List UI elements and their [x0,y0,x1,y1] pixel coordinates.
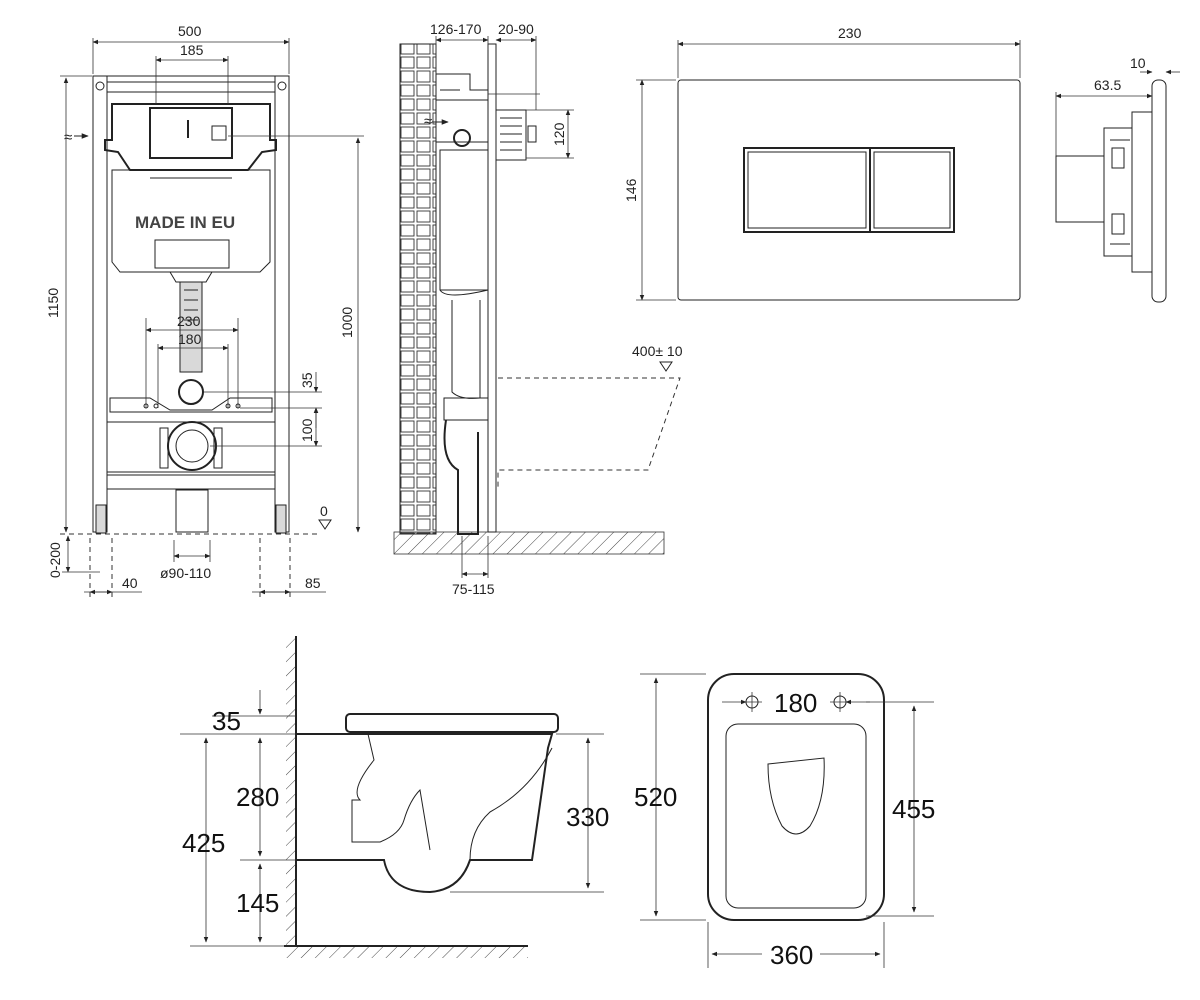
water-inlet-icon-side: ≈ [424,113,432,130]
large-flush-button[interactable] [873,151,951,229]
floor-hatch [393,531,665,555]
flush-plate-mount [495,109,527,161]
toilet-seat [345,713,559,733]
made-in-eu-badge: MADE IN EU [135,213,235,232]
dim-360: 360 [770,940,813,970]
frame-front-plate [487,43,497,533]
bowl-body [296,733,554,894]
dim-120: 120 [551,122,567,146]
water-inlet-icon: ≈ [64,129,72,146]
dim-146: 146 [623,178,639,202]
flush-outlet [178,379,204,405]
dim-230: 230 [177,313,201,329]
dim-10: 10 [1130,55,1146,71]
plate-outline [677,79,1021,301]
bowl-side-view: 35 280 425 145 330 [180,636,609,958]
plate-buttons [743,147,955,233]
flush-plate-front: 230 146 [623,25,1021,301]
dim-63-5: 63.5 [1094,77,1121,93]
waste-pipe [175,489,209,533]
dim-75-115: 75-115 [452,581,495,597]
frame-side-view: ≈ 126-170 20-90 120 75-115 400± 10 [393,21,683,597]
flush-opening [149,107,233,159]
small-flush-button[interactable] [747,151,867,229]
dim-100: 100 [299,418,315,442]
frame-front-view: MADE IN EU ≈ 500 [45,23,364,598]
bowl-drain [767,757,825,835]
right-post [274,75,290,533]
dim-280: 280 [236,782,279,812]
dim-520: 520 [634,782,677,812]
bolt-bar [109,397,273,413]
dim-pipe-diameter: ø90-110 [160,565,211,581]
dim-35-seat: 35 [212,706,241,736]
dim-85: 85 [305,575,321,591]
dim-330: 330 [566,802,609,832]
dim-185: 185 [180,42,204,58]
zero-level: 0 [320,503,328,519]
dim-126-170: 126-170 [430,21,482,37]
dim-500: 500 [178,23,202,39]
bowl-top-outline [707,673,885,921]
dashed-bowl-outline [497,377,681,488]
dim-400: 400± 10 [632,343,683,359]
side-cistern [439,149,489,291]
dim-40: 40 [122,575,138,591]
bowl-top-view: 180 520 455 360 [634,673,935,970]
dim-180-bolts: 180 [774,688,817,718]
dim-1150: 1150 [45,288,61,318]
dim-425: 425 [182,828,225,858]
dim-145: 145 [236,888,279,918]
dim-455: 455 [892,794,935,824]
side-waste-pipe [443,419,479,535]
cistern-top [104,103,277,171]
waste-outlet [167,421,217,471]
dim-35-front: 35 [299,372,315,388]
dim-180: 180 [178,331,202,347]
brick-wall [399,43,437,535]
flush-plate-side: 63.5 10 [1055,55,1180,303]
bowl-top-rim [725,723,867,909]
dim-20-90: 20-90 [498,21,534,37]
dim-0-200: 0-200 [47,542,63,578]
dim-1000: 1000 [339,307,355,338]
cistern-body [111,169,271,273]
dim-230-plate: 230 [838,25,862,41]
